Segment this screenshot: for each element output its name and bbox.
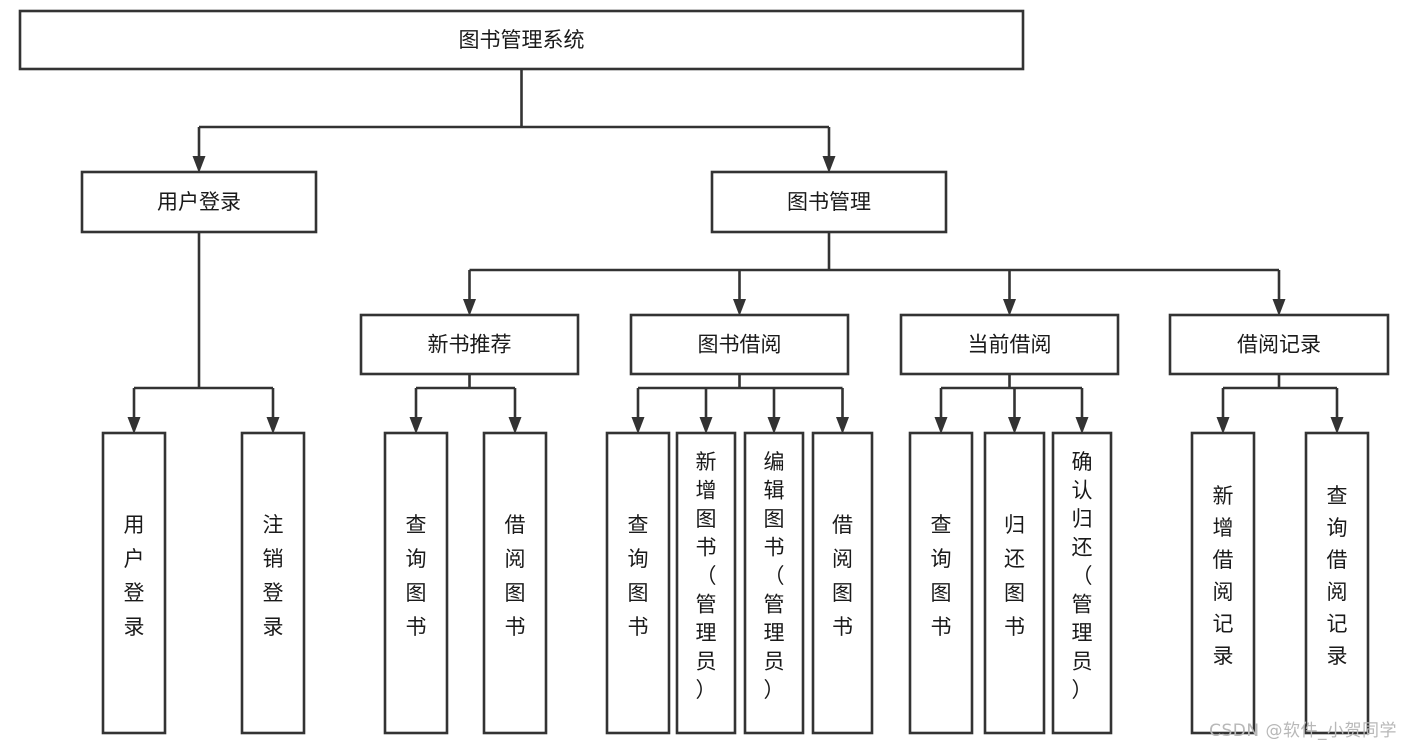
edge-group-current-borrow [934,374,1089,434]
arrow-head-leaf-edit-book [767,417,781,434]
arrow-head-book-manage [822,156,836,173]
node-label-leaf-return-book: 归还图书 [1004,513,1025,639]
node-box-new-book-recommend [359,313,580,376]
node-label-leaf-user-logout: 注销登录 [263,513,284,639]
node-label-root: 图书管理系统 [459,28,585,52]
node-label-user-login: 用户登录 [157,190,241,214]
node-borrow-record[interactable]: 借阅记录 [1168,313,1390,376]
node-label-leaf-edit-book: 编辑图书（管理员） [764,450,785,702]
node-leaf-add-book[interactable]: 新增图书（管理员） [675,431,737,735]
node-box-leaf-query-book-1 [383,431,449,735]
edge-group-new-book-recommend [409,374,522,434]
node-label-book-borrow: 图书借阅 [698,333,782,357]
node-label-leaf-query-record: 查询借阅记录 [1327,484,1348,668]
node-new-book-recommend[interactable]: 新书推荐 [359,313,580,376]
node-leaf-confirm-return[interactable]: 确认归还（管理员） [1051,431,1113,735]
arrow-head-leaf-confirm-return [1075,417,1089,434]
arrow-head-leaf-query-book-2 [631,417,645,434]
node-leaf-user-logout[interactable]: 注销登录 [240,431,306,735]
node-box-book-manage [710,170,948,234]
node-box-leaf-query-record [1304,431,1370,735]
node-box-leaf-user-logout [240,431,306,735]
node-leaf-query-record[interactable]: 查询借阅记录 [1304,431,1370,735]
edge-group-borrow-record [1216,374,1344,434]
edge-group-user-login [127,232,280,434]
node-label-leaf-query-book-1: 查询图书 [406,513,427,639]
arrow-head-leaf-borrow-book-1 [508,417,522,434]
node-leaf-query-book-1[interactable]: 查询图书 [383,431,449,735]
arrow-head-leaf-user-logout [266,417,280,434]
node-box-borrow-record [1168,313,1390,376]
arrow-head-leaf-query-record [1330,417,1344,434]
node-leaf-borrow-book-1[interactable]: 借阅图书 [482,431,548,735]
node-label-new-book-recommend: 新书推荐 [428,333,512,357]
edges-layer [127,69,1344,434]
node-label-leaf-borrow-book-2: 借阅图书 [832,513,853,639]
arrow-head-leaf-borrow-book-2 [836,417,849,434]
node-leaf-borrow-book-2[interactable]: 借阅图书 [811,431,874,735]
arrow-head-leaf-user-login [127,417,141,434]
node-label-leaf-confirm-return: 确认归还（管理员） [1072,450,1093,702]
arrow-head-new-book-recommend [463,299,476,316]
arrow-head-leaf-return-book [1008,417,1021,434]
node-box-root [18,9,1025,71]
node-leaf-edit-book[interactable]: 编辑图书（管理员） [743,431,805,735]
node-box-leaf-add-book [675,431,737,735]
arrow-head-borrow-record [1272,299,1286,316]
node-leaf-query-book-2[interactable]: 查询图书 [605,431,671,735]
node-box-leaf-user-login [101,431,167,735]
nodes-layer: 图书管理系统用户登录图书管理新书推荐图书借阅当前借阅借阅记录用户登录注销登录查询… [18,9,1390,735]
node-label-book-manage: 图书管理 [787,190,871,214]
node-label-leaf-add-record: 新增借阅记录 [1213,484,1234,668]
node-box-leaf-return-book [983,431,1046,735]
arrow-head-book-borrow [733,299,746,316]
arrow-head-leaf-add-record [1216,417,1230,434]
node-user-login[interactable]: 用户登录 [80,170,318,234]
arrow-head-leaf-query-book-1 [409,417,423,434]
node-box-leaf-query-book-2 [605,431,671,735]
node-box-book-borrow [629,313,850,376]
node-label-leaf-borrow-book-1: 借阅图书 [505,513,526,639]
node-label-leaf-user-login: 用户登录 [124,513,145,639]
node-box-user-login [80,170,318,234]
node-current-borrow[interactable]: 当前借阅 [899,313,1120,376]
arrow-head-user-login [192,156,206,173]
node-label-leaf-query-book-3: 查询图书 [931,513,952,639]
node-label-leaf-add-book: 新增图书（管理员） [696,450,717,702]
arrow-head-leaf-add-book [699,417,713,434]
node-box-leaf-borrow-book-2 [811,431,874,735]
node-leaf-user-login[interactable]: 用户登录 [101,431,167,735]
node-leaf-return-book[interactable]: 归还图书 [983,431,1046,735]
node-box-leaf-edit-book [743,431,805,735]
arrow-head-leaf-query-book-3 [934,417,948,434]
watermark-text: CSDN @软件_小贺同学 [1209,721,1397,741]
node-book-borrow[interactable]: 图书借阅 [629,313,850,376]
node-leaf-add-record[interactable]: 新增借阅记录 [1190,431,1256,735]
edge-group-root [192,69,836,173]
node-label-borrow-record: 借阅记录 [1237,333,1321,357]
node-box-leaf-add-record [1190,431,1256,735]
edge-group-book-manage [463,232,1286,316]
node-box-current-borrow [899,313,1120,376]
node-book-manage[interactable]: 图书管理 [710,170,948,234]
arrow-head-current-borrow [1003,299,1016,316]
node-label-leaf-query-book-2: 查询图书 [628,513,649,639]
node-box-leaf-borrow-book-1 [482,431,548,735]
node-leaf-query-book-3[interactable]: 查询图书 [908,431,974,735]
node-root[interactable]: 图书管理系统 [18,9,1025,71]
node-label-current-borrow: 当前借阅 [968,333,1052,357]
node-box-leaf-confirm-return [1051,431,1113,735]
node-box-leaf-query-book-3 [908,431,974,735]
edge-group-book-borrow [631,374,849,434]
